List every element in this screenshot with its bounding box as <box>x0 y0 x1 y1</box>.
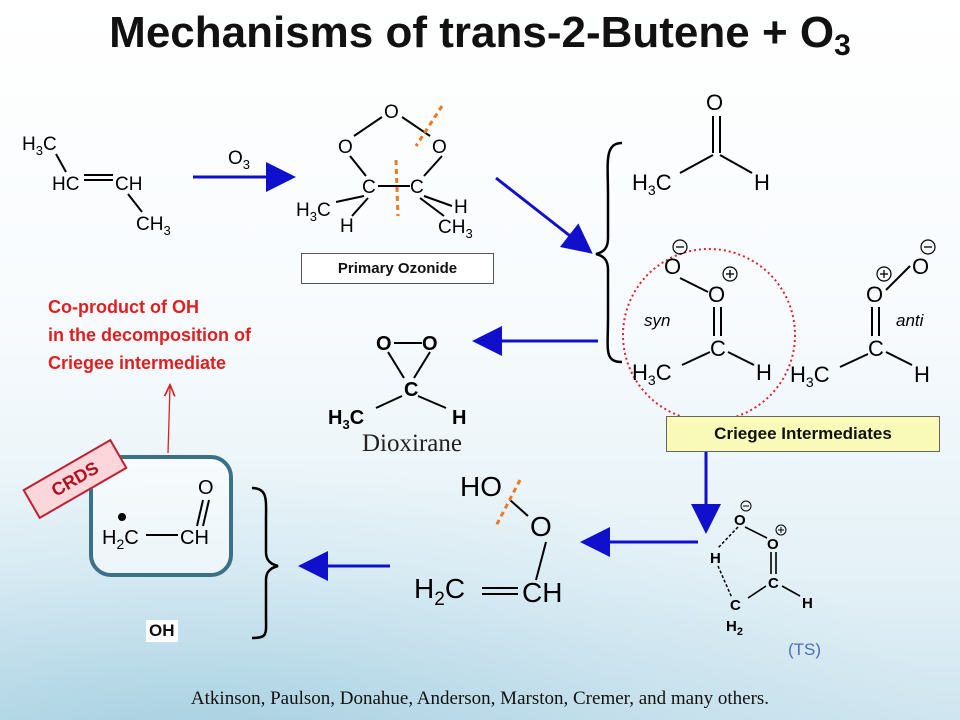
svg-text:H: H <box>802 595 813 612</box>
svg-text:H: H <box>452 407 466 429</box>
svg-text:O: O <box>376 333 392 355</box>
primary-ozonide-structure: O O O C C H3C H H CH3 <box>296 102 473 241</box>
svg-text:H3C: H3C <box>296 200 331 224</box>
svg-text:H3C: H3C <box>22 134 57 158</box>
svg-text:O: O <box>706 90 723 115</box>
cleavage-mark-center <box>394 159 400 217</box>
svg-text:H3C: H3C <box>632 170 672 198</box>
svg-text:H: H <box>914 362 930 387</box>
vinyl-hydroperoxide-structure: HO O H2C CH <box>414 471 562 610</box>
transition-state-label: (TS) <box>788 640 822 659</box>
svg-text:HC: HC <box>52 174 79 195</box>
dioxirane-label: Dioxirane <box>362 430 462 457</box>
svg-text:O3: O3 <box>228 148 250 172</box>
radical-dot <box>118 513 126 521</box>
anti-label: anti <box>896 311 925 330</box>
svg-text:C: C <box>868 336 884 361</box>
svg-text:H: H <box>754 170 770 195</box>
acetaldehyde-structure: O H3C H <box>632 90 770 198</box>
svg-text:H2C: H2C <box>102 527 139 552</box>
page-title: Mechanisms of trans-2-Butene + O3 <box>109 8 851 62</box>
criegee-intermediates-label: Criegee Intermediates <box>666 416 940 452</box>
svg-text:CH: CH <box>180 527 209 549</box>
dioxirane-structure: O O C H3C H <box>328 333 466 432</box>
coproduct-label: Co-product of OH in the decomposition of… <box>48 297 251 373</box>
svg-text:O: O <box>198 477 214 499</box>
syn-criegee-highlight-circle <box>622 248 796 422</box>
svg-text:O: O <box>338 137 353 158</box>
svg-text:CH: CH <box>522 577 562 608</box>
oh-label: OH <box>146 620 178 642</box>
svg-text:O: O <box>530 511 552 542</box>
svg-text:H3C: H3C <box>632 360 672 388</box>
svg-text:O: O <box>912 254 929 279</box>
svg-text:HO: HO <box>460 471 502 502</box>
svg-text:C: C <box>404 379 418 401</box>
svg-text:O: O <box>664 254 681 279</box>
svg-text:CH3: CH3 <box>438 217 473 241</box>
svg-text:C: C <box>410 177 424 198</box>
reagent-o3-label: O <box>228 148 243 169</box>
references-footer: Atkinson, Paulson, Donahue, Anderson, Ma… <box>190 688 770 709</box>
svg-text:CH: CH <box>115 174 142 195</box>
arrow-decomposition <box>495 176 593 254</box>
svg-text:O: O <box>767 536 779 553</box>
svg-text:O: O <box>866 282 883 307</box>
svg-text:H3C: H3C <box>328 407 364 432</box>
syn-label: syn <box>644 311 670 330</box>
svg-text:H: H <box>710 550 721 567</box>
svg-text:O: O <box>708 282 725 307</box>
transition-state-structure: O O C H C H2 H <box>710 500 813 638</box>
product-brace <box>595 141 623 364</box>
coproduct-pointer-arrow <box>168 386 170 454</box>
svg-text:CH3: CH3 <box>136 214 171 238</box>
svg-text:C: C <box>730 597 741 614</box>
svg-text:H3C: H3C <box>790 362 830 390</box>
trans-2-butene: H3C HC CH CH3 <box>22 134 171 238</box>
svg-text:O: O <box>432 137 447 158</box>
svg-text:C: C <box>768 575 779 592</box>
svg-text:H: H <box>756 360 772 385</box>
cleavage-mark-top <box>414 105 444 147</box>
svg-text:C: C <box>362 177 376 198</box>
anti-criegee-structure: O O C H3C H <box>790 239 936 390</box>
svg-text:C: C <box>710 336 726 361</box>
svg-text:O: O <box>384 102 399 123</box>
svg-text:O: O <box>734 512 746 529</box>
svg-text:O: O <box>422 333 438 355</box>
svg-text:H2: H2 <box>726 618 743 638</box>
svg-text:H2C: H2C <box>414 573 465 610</box>
vinoxy-radical-structure: H2C CH O <box>102 477 214 552</box>
primary-ozonide-label: Primary Ozonide <box>301 253 494 284</box>
svg-text:H: H <box>340 216 354 237</box>
svg-text:H: H <box>454 197 468 218</box>
products-brace-lower <box>251 486 279 640</box>
